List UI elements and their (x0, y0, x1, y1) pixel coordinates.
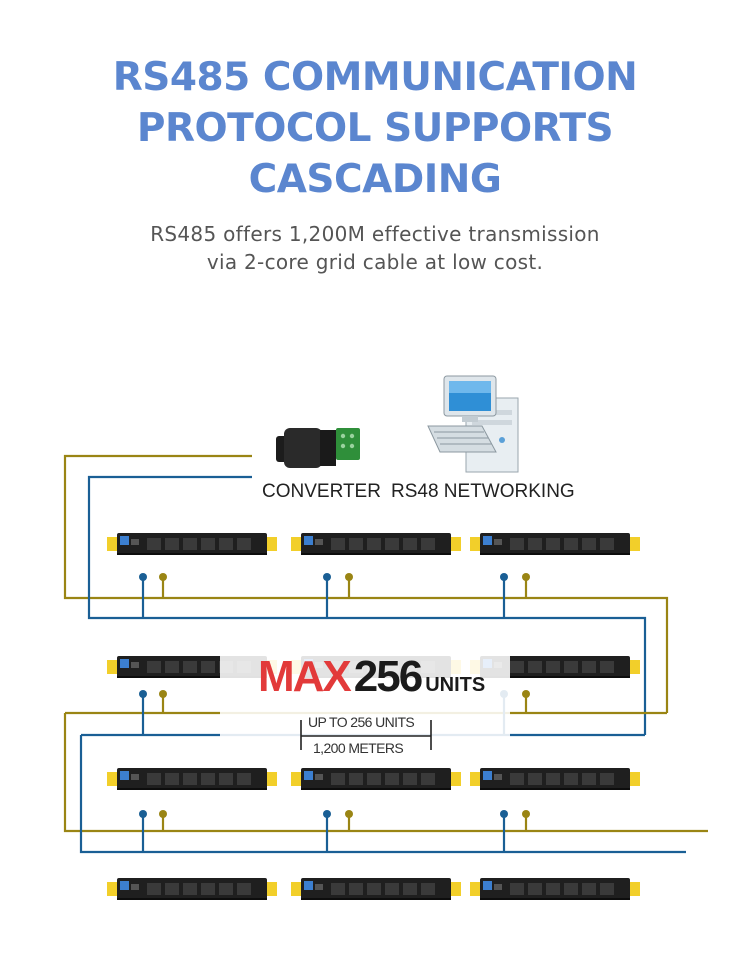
pdu-icon (291, 768, 461, 790)
dimension-top-label: UP TO 256 UNITS (308, 714, 415, 730)
pdu-icon (470, 878, 640, 900)
pdu-icon (107, 768, 277, 790)
subtitle: RS485 offers 1,200M effective transmissi… (0, 220, 750, 276)
pdu-icon (107, 533, 277, 555)
converter-label: CONVERTER (262, 481, 381, 502)
title-line-2: PROTOCOL SUPPORTS (136, 106, 614, 151)
subtitle-line-1: RS485 offers 1,200M effective transmissi… (150, 222, 600, 246)
title-line-3: CASCADING (248, 157, 502, 202)
max-overlay-panel (220, 650, 510, 768)
networking-label: RS48 NETWORKING (391, 481, 575, 502)
pdu-icon (291, 878, 461, 900)
dimension-bracket (300, 720, 432, 750)
subtitle-line-2: via 2-core grid cable at low cost. (206, 250, 544, 274)
pdu-icon (107, 878, 277, 900)
converter-icon (276, 428, 360, 468)
max-value: 256 (353, 652, 423, 701)
pdu-icon (470, 533, 640, 555)
pdu-icon (470, 768, 640, 790)
dimension-bottom-label: 1,200 METERS (313, 740, 404, 756)
title-line-1: RS485 COMMUNICATION (112, 55, 638, 100)
max-units-label: UNITS (425, 674, 486, 696)
pdu-icon (291, 533, 461, 555)
computer-icon (427, 375, 519, 473)
max-label: MAX (258, 652, 352, 701)
page-title: RS485 COMMUNICATION PROTOCOL SUPPORTS CA… (0, 52, 750, 205)
